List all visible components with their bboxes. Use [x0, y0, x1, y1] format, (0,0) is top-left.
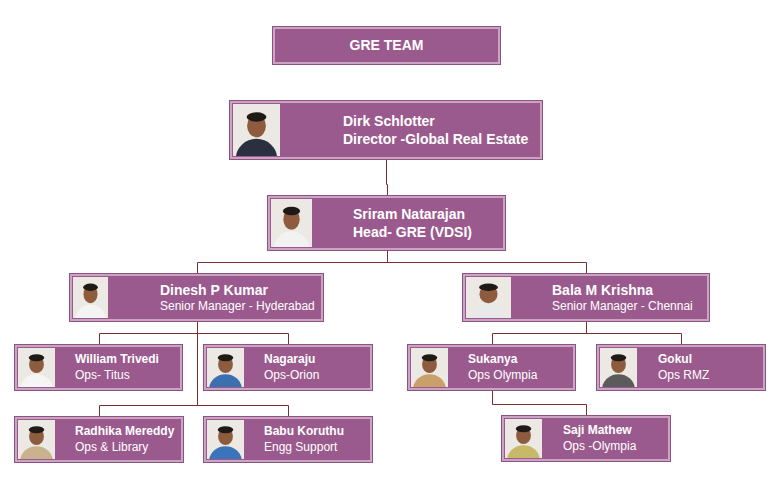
title-box: GRE TEAM [273, 27, 500, 64]
person-box: Bala M KrishnaSenior Manager - Chennai [463, 274, 709, 321]
job-title: Head- GRE (VDSI) [353, 223, 472, 241]
job-title: Ops- Titus [75, 368, 130, 384]
photo-hair [283, 207, 300, 216]
job-title: Director -Global Real Estate [343, 130, 528, 148]
person-box: SukanyaOps Olympia [408, 345, 575, 390]
person-name: Sukanya [468, 352, 517, 368]
portrait-photo [466, 277, 511, 318]
job-title: Ops & Library [75, 440, 148, 456]
portrait-photo [411, 348, 448, 387]
reporting-line [493, 322, 587, 344]
portrait-photo [18, 348, 55, 387]
reporting-line [493, 391, 587, 415]
job-title: Ops Olympia [468, 368, 537, 384]
text-column: Saji MathewOps -Olympia [504, 418, 668, 459]
photo-hair [218, 354, 234, 361]
job-title: Ops -Olympia [563, 439, 636, 455]
photo-hair [218, 426, 234, 433]
person-name: Dirk Schlotter [343, 112, 435, 130]
person-box: NagarajuOps-Orion [204, 345, 372, 390]
photo-hair [479, 284, 498, 291]
text-column: Radhika MereddyOps & Library [17, 419, 181, 460]
portrait-photo [73, 277, 108, 318]
text-column: Dirk SchlotterDirector -Global Real Esta… [232, 103, 540, 157]
photo-body [236, 139, 277, 156]
person-name: Gokul [658, 352, 692, 368]
person-box: William TrivediOps- Titus [15, 345, 182, 390]
photo-hair [29, 354, 45, 361]
person-box: Dirk SchlotterDirector -Global Real Esta… [230, 101, 542, 159]
person-box: Radhika MereddyOps & Library [15, 417, 183, 462]
reporting-line [388, 251, 587, 273]
photo-hair [83, 284, 98, 291]
job-title: Senior Manager - Chennai [552, 299, 693, 315]
person-name: Dinesh P Kumar [160, 281, 268, 299]
photo-body [469, 304, 509, 318]
person-box: Sriram NatarajanHead- GRE (VDSI) [268, 196, 505, 250]
reporting-line [100, 322, 198, 344]
reporting-line [198, 322, 289, 344]
photo-body [20, 446, 53, 459]
person-name: Nagaraju [264, 352, 315, 368]
photo-body [507, 445, 540, 458]
person-name: William Trivedi [75, 352, 159, 368]
photo-hair [611, 354, 627, 361]
photo-body [209, 446, 242, 459]
person-box: GokulOps RMZ [597, 345, 765, 390]
text-column: William TrivediOps- Titus [17, 347, 180, 388]
photo-body [413, 374, 446, 387]
person-name: Radhika Mereddy [75, 424, 174, 440]
person-box: Saji MathewOps -Olympia [502, 416, 670, 461]
photo-hair [247, 112, 267, 121]
portrait-photo [600, 348, 637, 387]
text-column: GRE TEAM [275, 29, 498, 62]
text-column: SukanyaOps Olympia [410, 347, 573, 388]
job-title: Ops RMZ [658, 368, 709, 384]
photo-hair [422, 354, 438, 361]
person-box: Dinesh P KumarSenior Manager - Hyderabad [70, 274, 323, 321]
photo-body [602, 374, 635, 387]
text-column: Dinesh P KumarSenior Manager - Hyderabad [72, 276, 321, 319]
text-column: NagarajuOps-Orion [206, 347, 370, 388]
reporting-line [587, 322, 682, 344]
photo-hair [516, 425, 532, 432]
photo-body [273, 231, 309, 247]
portrait-photo [233, 104, 280, 156]
text-column: Babu KoruthuEngg Support [206, 419, 370, 460]
portrait-photo [505, 419, 542, 458]
portrait-photo [271, 199, 312, 247]
photo-body [20, 374, 53, 387]
job-title: Ops-Orion [264, 368, 319, 384]
photo-body [75, 304, 106, 318]
reporting-line [387, 160, 388, 195]
person-name: Bala M Krishna [552, 281, 653, 299]
photo-body [209, 374, 242, 387]
person-name: Babu Koruthu [264, 424, 344, 440]
text-column: Bala M KrishnaSenior Manager - Chennai [465, 276, 707, 319]
text-column: Sriram NatarajanHead- GRE (VDSI) [270, 198, 503, 248]
reporting-line [198, 251, 388, 273]
person-name: GRE TEAM [350, 36, 424, 54]
person-name: Saji Mathew [563, 423, 632, 439]
photo-hair [29, 426, 45, 433]
text-column: GokulOps RMZ [599, 347, 763, 388]
person-box: Babu KoruthuEngg Support [204, 417, 372, 462]
job-title: Engg Support [264, 440, 337, 456]
person-name: Sriram Natarajan [353, 205, 465, 223]
portrait-photo [207, 420, 244, 459]
job-title: Senior Manager - Hyderabad [160, 299, 315, 315]
portrait-photo [207, 348, 244, 387]
portrait-photo [18, 420, 55, 459]
